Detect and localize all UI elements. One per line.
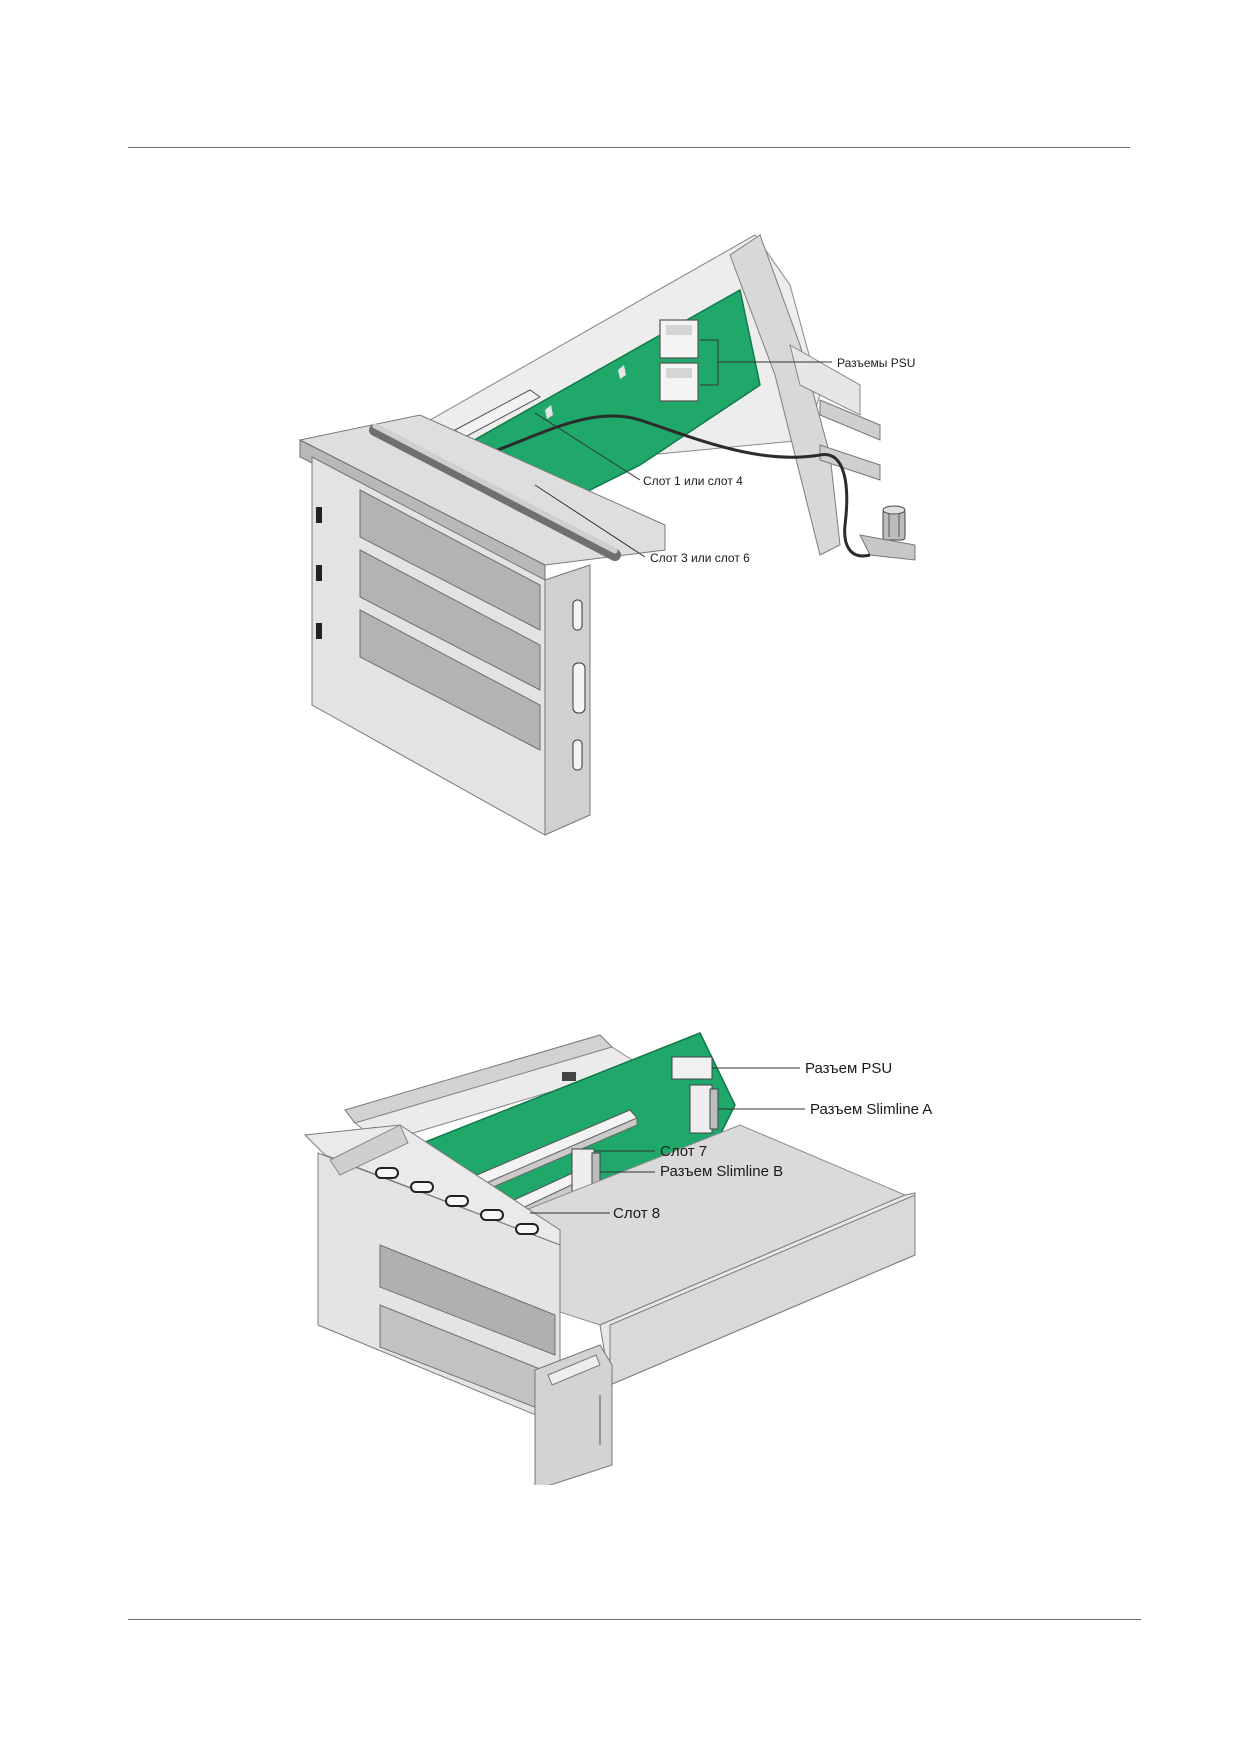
psu-connectors [659, 319, 699, 402]
callout-slimline-b: Разъем Slimline B [660, 1163, 783, 1180]
header-rule [128, 147, 1130, 148]
riser-illustration-2: Разъем PSU Разъем Slimline A Слот 7 Разъ… [303, 1032, 932, 1485]
callout-psu-connector: Разъем PSU [805, 1060, 892, 1077]
riser-figure-2: Разъем PSU Разъем Slimline A Слот 7 Разъ… [0, 1025, 1240, 1485]
callout-slot-8: Слот 8 [613, 1205, 660, 1222]
callout-slot-7: Слот 7 [660, 1143, 707, 1160]
latch-icons [375, 1167, 539, 1235]
footer-rule [128, 1619, 1141, 1620]
callout-slimline-a: Разъем Slimline A [810, 1101, 932, 1118]
riser-illustration-1: Разъемы PSU Слот 1 или слот 4 Слот 3 или… [298, 234, 916, 836]
power-cable [404, 414, 871, 558]
riser-figure-1: Разъемы PSU Слот 1 или слот 4 Слот 3 или… [0, 225, 1240, 845]
callout-slot-1-4: Слот 1 или слот 4 [643, 474, 743, 488]
callout-slot-3-6: Слот 3 или слот 6 [650, 551, 750, 565]
thumbscrew-icon [882, 505, 906, 541]
callout-psu-connectors: Разъемы PSU [837, 356, 915, 370]
